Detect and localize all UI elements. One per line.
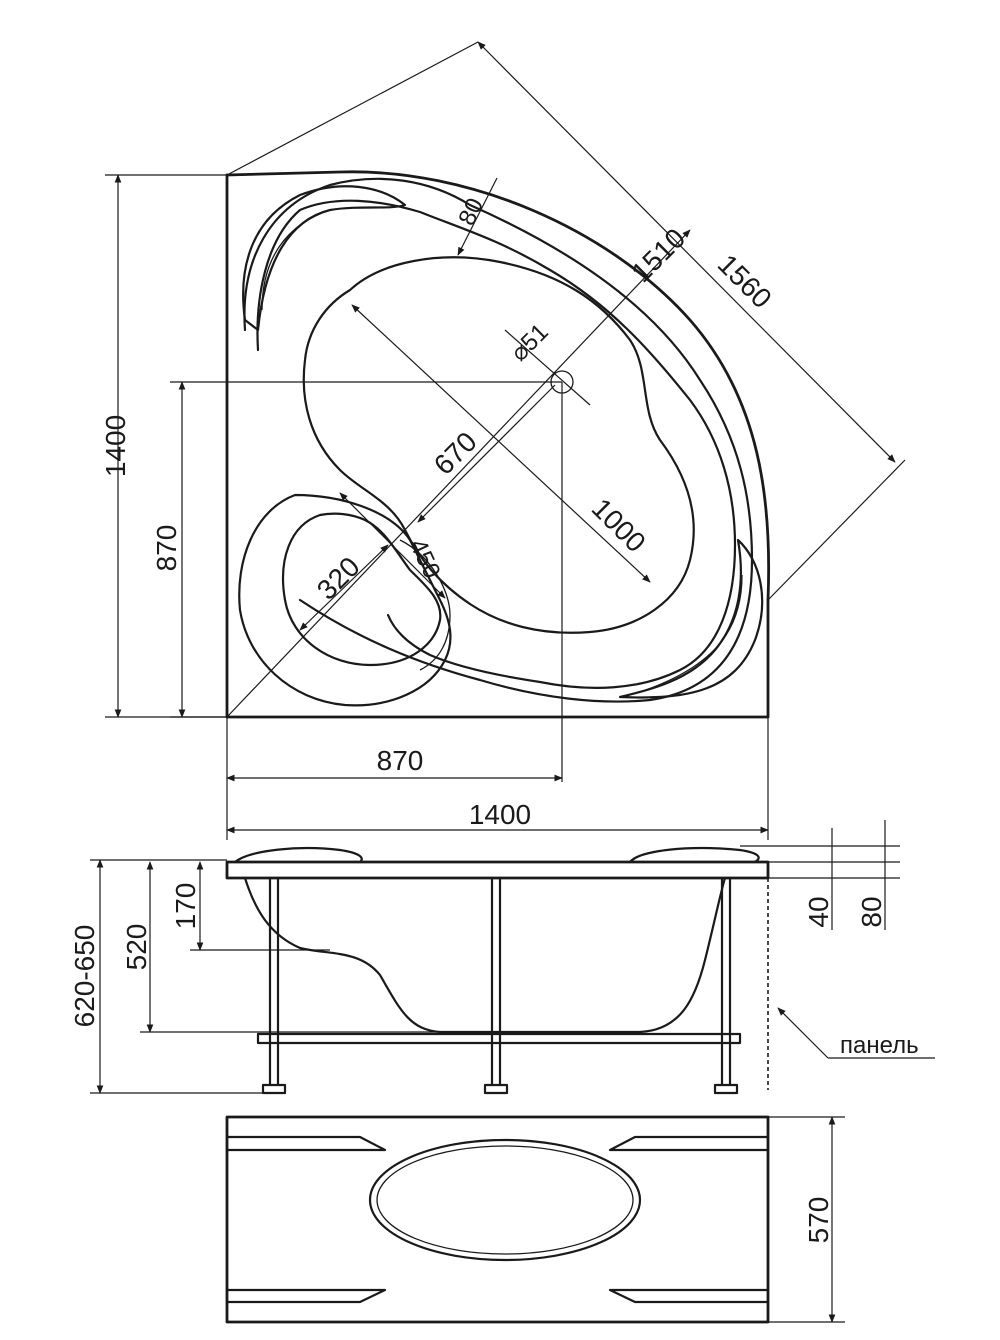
tub-outer-arc	[225, 170, 771, 602]
panel-oval-inner	[376, 1145, 634, 1255]
dim-1560: 1560	[712, 248, 778, 314]
dim-1400-vertical: 1400	[100, 415, 131, 477]
dim-870-vertical: 870	[151, 525, 182, 572]
dim-520: 520	[121, 924, 152, 971]
dim-320: 320	[311, 551, 366, 606]
foot-left	[261, 1083, 287, 1095]
top-view: 1400 870 870 1400 1560 1510 80 ⌀51 670 1	[100, 41, 906, 840]
right-armrest	[618, 538, 764, 699]
panel-oval-outer	[368, 1138, 642, 1262]
foot-middle	[483, 1083, 509, 1095]
right-armrest-inner	[639, 574, 743, 693]
front-panel	[225, 1115, 770, 1324]
dim-170: 170	[170, 883, 201, 930]
frame-rail	[256, 1032, 742, 1045]
tub-outline	[225, 173, 770, 719]
side-tub-body	[243, 876, 727, 1034]
panel-label: панель	[840, 1032, 919, 1059]
side-rim	[225, 860, 770, 880]
left-armrest-inner	[261, 209, 331, 311]
dim-40: 40	[803, 896, 834, 927]
dim-870-horizontal: 870	[377, 745, 424, 776]
dim-drain-diameter: ⌀51	[506, 319, 554, 367]
dim-670: 670	[428, 426, 483, 481]
panel-view: 570	[225, 1115, 845, 1324]
dim-80-side: 80	[856, 896, 887, 927]
dim-620-650: 620-650	[69, 925, 100, 1028]
dim-1400-horizontal: 1400	[469, 799, 531, 830]
dim-570: 570	[803, 1197, 834, 1244]
left-armrest	[242, 185, 407, 332]
dim-1510: 1510	[625, 222, 691, 288]
seat-inner	[281, 512, 442, 667]
dim-1000: 1000	[586, 492, 652, 558]
foot-right	[713, 1083, 739, 1095]
bathing-well	[302, 256, 695, 634]
side-view: 620-650 520 170 40 80 панель	[69, 820, 935, 1095]
seat-outer	[238, 493, 452, 707]
